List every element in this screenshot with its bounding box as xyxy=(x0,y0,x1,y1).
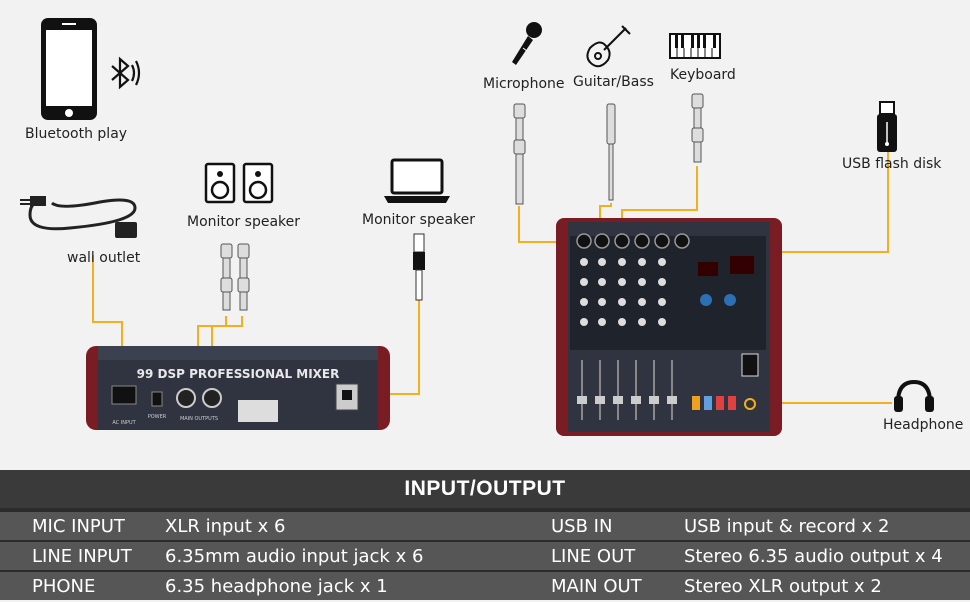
mixer-front-panel xyxy=(556,218,782,436)
usb-line xyxy=(744,152,889,253)
table-row: LINE INPUT 6.35mm audio input jack x 6 L… xyxy=(0,542,970,570)
usb-cable-plug-icon xyxy=(413,233,425,301)
spec-key: MAIN OUT xyxy=(551,576,642,597)
spec-key: PHONE xyxy=(32,576,96,597)
spec-value: 6.35 headphone jack x 1 xyxy=(165,576,388,597)
wall-outlet-label: wall outlet xyxy=(67,250,141,266)
headphone-label: Headphone xyxy=(883,417,964,433)
keyboard-label: Keyboard xyxy=(670,67,736,83)
io-spec-table: INPUT/OUTPUT MIC INPUT XLR input x 6 USB… xyxy=(0,470,970,600)
keyboard-cable-icon xyxy=(691,93,704,163)
spec-key: LINE INPUT xyxy=(32,546,132,567)
xlr-plug-icon-left xyxy=(220,243,233,311)
spec-value: 6.35mm audio input jack x 6 xyxy=(165,546,424,567)
headphone-icon xyxy=(894,379,934,412)
usb-flash-label: USB flash disk xyxy=(842,156,942,172)
spec-key: MIC INPUT xyxy=(32,516,125,537)
svg-text:POWER: POWER xyxy=(148,414,167,420)
table-row: PHONE 6.35 headphone jack x 1 MAIN OUT S… xyxy=(0,572,970,600)
phone-icon xyxy=(41,18,97,120)
keyboard-icon xyxy=(669,33,721,59)
speaker-icon-left xyxy=(204,162,236,204)
guitar-icon xyxy=(586,25,631,68)
connection-diagram: 99 DSP PROFESSIONAL MIXER AC INPUT POWER… xyxy=(20,18,934,436)
usb-flash-disk-icon xyxy=(877,101,897,152)
guitar-bass-label: Guitar/Bass xyxy=(573,74,654,90)
speaker-icon-right xyxy=(242,162,274,204)
spec-value: XLR input x 6 xyxy=(165,516,286,537)
microphone-icon xyxy=(512,22,542,65)
svg-text:MAIN OUTPUTS: MAIN OUTPUTS xyxy=(180,416,218,422)
power-cable-icon xyxy=(20,196,137,238)
bluetooth-icon xyxy=(111,56,141,90)
svg-text:AC INPUT: AC INPUT xyxy=(112,420,136,426)
spec-header: INPUT/OUTPUT xyxy=(0,470,970,508)
table-row: MIC INPUT XLR input x 6 USB IN USB input… xyxy=(0,512,970,540)
microphone-label: Microphone xyxy=(483,76,565,92)
spec-value: Stereo 6.35 audio output x 4 xyxy=(684,546,943,567)
xlr-plug-icon-right xyxy=(237,243,250,311)
spec-value: USB input & record x 2 xyxy=(684,516,890,537)
guitar-cable-icon xyxy=(606,103,616,201)
laptop-icon xyxy=(384,158,450,203)
spec-key: USB IN xyxy=(551,516,613,537)
bluetooth-label: Bluetooth play xyxy=(25,126,128,142)
monitor-speaker-label-left: Monitor speaker xyxy=(187,214,301,230)
spec-key: LINE OUT xyxy=(551,546,636,567)
spec-value: Stereo XLR output x 2 xyxy=(684,576,882,597)
mixer-back-panel: 99 DSP PROFESSIONAL MIXER AC INPUT POWER… xyxy=(86,346,390,430)
mixer-back-title: 99 DSP PROFESSIONAL MIXER xyxy=(137,367,340,381)
monitor-speaker-label-laptop: Monitor speaker xyxy=(362,212,476,228)
mic-cable-icon xyxy=(513,103,526,205)
